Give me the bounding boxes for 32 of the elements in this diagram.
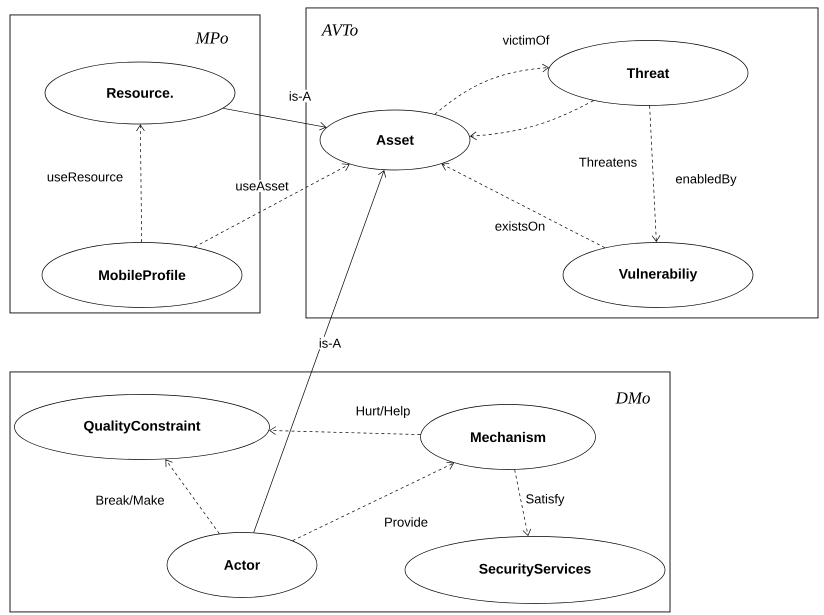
edge-label: Break/Make [94, 494, 166, 506]
ellipse-node: QualityConstraint [14, 394, 270, 460]
edge-label: useAsset [234, 180, 290, 192]
ellipse-node: Resource. [44, 62, 236, 124]
edge-label: Satisfy [524, 492, 566, 508]
ellipse-node: Vulnerabiliy [562, 242, 754, 308]
edge-label: enabledBy [674, 172, 738, 188]
arrow [442, 162, 606, 248]
edge-label: existsOn [493, 220, 547, 232]
arrow [194, 163, 350, 248]
ellipse-node: Actor [166, 532, 318, 598]
edge-label: is-A [287, 90, 313, 102]
ellipse-node: MobileProfile [42, 242, 242, 308]
edge-label: Threatens [577, 156, 639, 168]
ellipse-node: Threat [548, 40, 748, 106]
ellipse-node: SecurityServices [404, 536, 666, 604]
arrow [253, 170, 386, 533]
arrow [514, 469, 532, 536]
arrow [470, 100, 594, 140]
edge-label: useResource [45, 170, 125, 183]
arrow [136, 124, 145, 242]
arrow [165, 459, 220, 534]
arrow [292, 462, 454, 541]
ellipse-node: Mechanism [420, 404, 596, 470]
edge-label: Provide [382, 516, 430, 528]
edge-label: is-A [317, 336, 343, 350]
arrow [222, 108, 326, 130]
ellipse-node: Asset [320, 110, 470, 170]
arrow [434, 64, 550, 115]
arrow [649, 105, 660, 242]
edge-label: Hurt/Help [354, 404, 412, 420]
arrow [269, 426, 421, 435]
